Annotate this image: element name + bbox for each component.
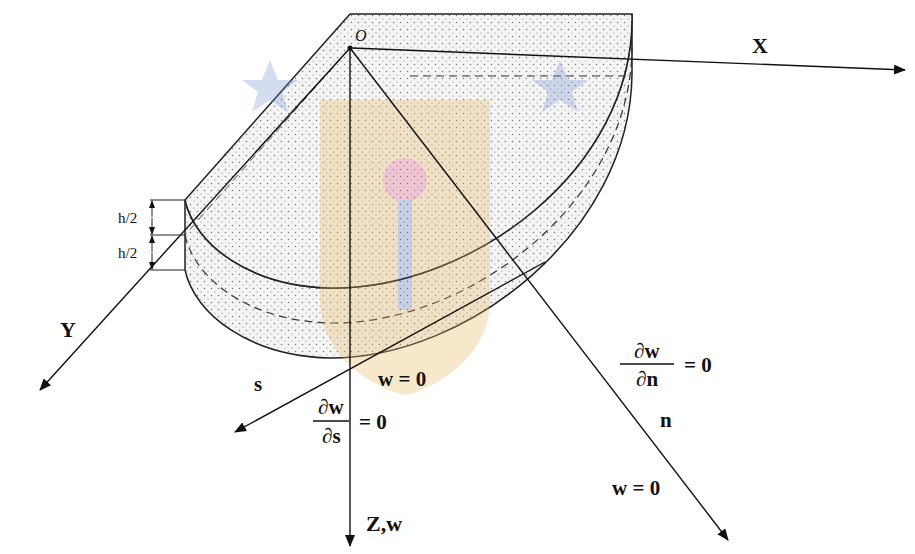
- boundary-condition: = 0: [684, 355, 712, 376]
- mid-plane: [185, 45, 632, 323]
- dimension-arrow: [152, 218, 153, 234]
- z-axis: [349, 48, 350, 546]
- axis-label: n: [660, 410, 672, 431]
- dimension-label: h/2: [118, 246, 137, 261]
- fraction-numerator: ∂w: [318, 397, 344, 418]
- tangent-line: [235, 262, 545, 432]
- dimension-arrow: [152, 236, 153, 252]
- mid-plane-edge: [410, 75, 632, 76]
- dimension-line: [150, 235, 185, 236]
- boundary-condition: w = 0: [378, 369, 426, 390]
- dimension-arrow: [152, 253, 153, 269]
- fraction-bar: [313, 420, 349, 422]
- fraction-bar: [620, 363, 674, 365]
- fraction-numerator: ∂w: [634, 341, 660, 362]
- axis-label: Y: [60, 319, 76, 341]
- plate-side: [185, 14, 632, 358]
- dimension-arrow: [152, 201, 153, 217]
- dimension-line: [150, 270, 185, 271]
- origin-point: [348, 46, 353, 51]
- origin-label: O: [355, 28, 367, 44]
- fraction-denominator: ∂s: [322, 426, 341, 447]
- fraction-denominator: ∂n: [636, 369, 658, 390]
- axis-label: s: [254, 374, 262, 395]
- dimension-label: h/2: [118, 211, 137, 226]
- boundary-condition: w = 0: [612, 478, 660, 499]
- boundary-condition: = 0: [359, 412, 387, 433]
- dimension-line: [150, 200, 185, 201]
- axis-label: Z,w: [366, 513, 402, 535]
- x-axis: [352, 48, 905, 70]
- normal-line: [350, 48, 728, 540]
- axis-label: X: [752, 35, 768, 57]
- y-axis: [40, 48, 350, 390]
